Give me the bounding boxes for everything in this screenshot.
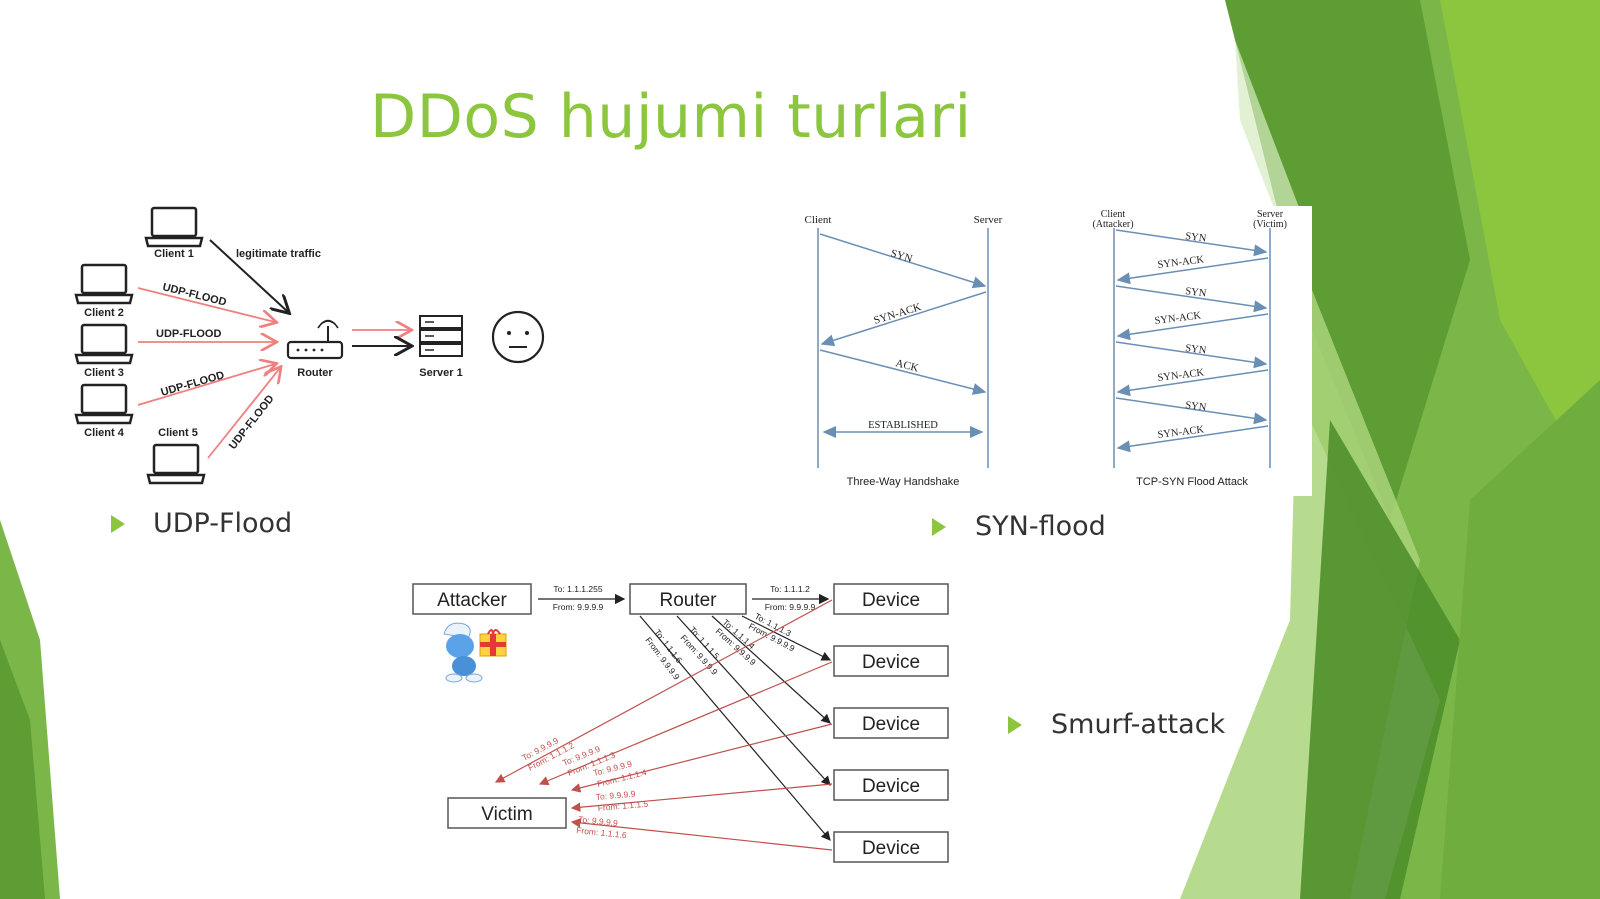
synflood-arrow-4	[1116, 313, 1269, 341]
victim-label: Victim	[481, 804, 532, 825]
bullet-udp-flood: UDP-Flood	[153, 508, 293, 539]
device-label-3: Device	[862, 714, 920, 735]
synflood-arrow-6	[1116, 369, 1269, 397]
attacker-from: From: 9.9.9.9	[553, 602, 604, 612]
synflood-arrow-5	[1115, 341, 1268, 369]
synflood-arrow-7	[1115, 397, 1268, 425]
handshake-server-label: Server	[974, 214, 1003, 226]
smurf-attack-diagram: Attacker Router Device Device Device Dev…	[412, 578, 952, 868]
synflood-msg-7: SYN	[1185, 400, 1208, 414]
client-1-label: Client 1	[154, 248, 194, 260]
device-label-2: Device	[862, 652, 920, 673]
smurf-with-gift-icon	[443, 622, 507, 683]
device-label-1: Device	[862, 590, 920, 611]
bullet-arrow-icon	[932, 518, 946, 536]
synflood-arrow-3	[1115, 285, 1268, 313]
laptop-icon	[74, 323, 134, 365]
synflood-arrow-8	[1116, 425, 1269, 453]
synflood-client-sub: (Attacker)	[1092, 219, 1133, 230]
client-2-label: Client 2	[84, 307, 124, 319]
laptop-icon	[74, 263, 134, 305]
attacker-label: Attacker	[437, 590, 507, 611]
device-label-5: Device	[862, 838, 920, 859]
router-from: From: 9.9.9.9	[765, 602, 816, 612]
bullet-smurf-attack: Smurf-attack	[1051, 709, 1226, 740]
client-4-label: Client 4	[84, 427, 125, 439]
bullet-arrow-icon	[1008, 716, 1022, 734]
flood-arrow	[207, 368, 280, 459]
legit-label: legitimate traffic	[236, 248, 321, 260]
attacker-to: To: 1.1.1.255	[553, 584, 602, 594]
legit-arrow	[209, 239, 288, 312]
slide-title: DDoS hujumi turlari	[370, 82, 972, 152]
laptop-icon	[146, 443, 206, 485]
client-3-label: Client 3	[84, 367, 124, 379]
synflood-client-label: Client	[1101, 209, 1126, 220]
synflood-arrow-2	[1116, 257, 1269, 285]
flood-label-4: UDP-FLOOD	[227, 393, 277, 452]
red-label-from-4: From: 1.1.1.5	[597, 799, 648, 813]
router-label: Router	[297, 367, 333, 379]
synflood-arrow-1	[1115, 229, 1268, 257]
bullet-arrow-icon	[111, 515, 125, 533]
laptop-icon	[74, 383, 134, 425]
flood-label-2: UDP-FLOOD	[156, 328, 221, 340]
handshake-msg-ack: ACK	[894, 357, 919, 374]
handshake-synack-arrow	[820, 291, 987, 347]
client-5-label: Client 5	[158, 427, 198, 439]
flood-arrow	[137, 364, 275, 406]
synflood-server-label: Server	[1257, 209, 1284, 220]
bullet-syn-flood: SYN-flood	[975, 511, 1106, 542]
server-icon	[419, 315, 463, 357]
synflood-msg-1: SYN	[1185, 231, 1208, 245]
neutral-face-icon	[491, 310, 545, 364]
synflood-caption: TCP-SYN Flood Attack	[1136, 476, 1248, 488]
router-box-label: Router	[659, 590, 717, 611]
handshake-ack-arrow	[819, 349, 987, 395]
server-label: Server 1	[419, 367, 462, 379]
flood-label-1: UDP-FLOOD	[161, 281, 227, 308]
laptop-icon	[144, 206, 204, 248]
handshake-caption: Three-Way Handshake	[847, 476, 960, 488]
synflood-server-sub: (Victim)	[1253, 219, 1287, 230]
red-label-to-4: To: 9.9.9.9	[595, 789, 636, 802]
handshake-syn-arrow	[819, 233, 987, 289]
syn-flood-diagrams: Client Server SYN SYN-ACK ACK ESTABLISHE…	[800, 206, 1312, 496]
flood-label-3: UDP-FLOOD	[160, 369, 226, 399]
flood-arrow	[137, 287, 275, 322]
device-label-4: Device	[862, 776, 920, 797]
router-to: To: 1.1.1.2	[770, 584, 810, 594]
synflood-msg-3: SYN	[1185, 286, 1208, 300]
handshake-established-label: ESTABLISHED	[868, 420, 938, 431]
synflood-msg-5: SYN	[1185, 343, 1208, 357]
handshake-client-label: Client	[805, 214, 832, 226]
udp-flood-diagram: Client 1 Client 2 Client 3 Client 4 Clie…	[74, 206, 545, 485]
red-label-to-5: To: 9.9.9.9	[578, 814, 619, 828]
router-icon	[286, 319, 344, 360]
